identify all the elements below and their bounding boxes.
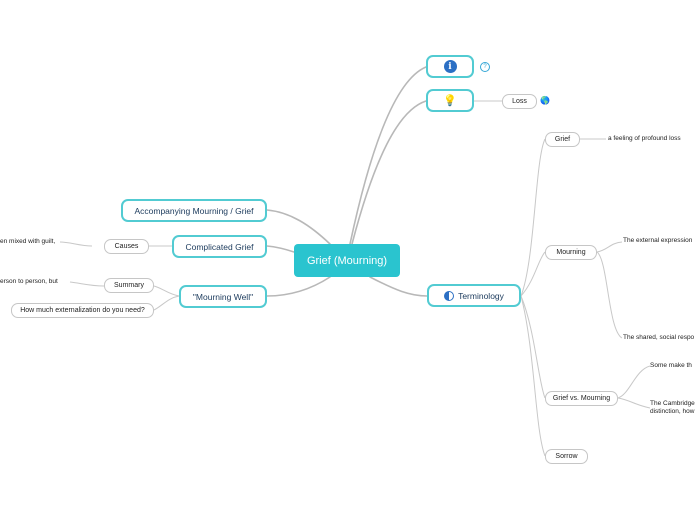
- grief-vs-mourning-label: Grief vs. Mourning: [552, 395, 611, 402]
- grief-node[interactable]: Grief: [545, 132, 580, 147]
- info-icon: i: [443, 60, 457, 73]
- link-complicated: [266, 245, 295, 253]
- complicated-grief-node[interactable]: Complicated Grief: [172, 235, 267, 258]
- externalization-question-node[interactable]: How much externalization do you need?: [11, 303, 154, 318]
- mourning-label: Mourning: [556, 249, 586, 256]
- mourning-well-node[interactable]: "Mourning Well": [179, 285, 267, 308]
- causes-node[interactable]: Causes: [104, 239, 149, 254]
- grief-vs-text-some: Some make th: [650, 362, 692, 369]
- accompanying-node[interactable]: Accompanying Mourning / Grief: [121, 199, 267, 222]
- terminology-node[interactable]: Terminology: [427, 284, 521, 307]
- link-accompanying: [266, 209, 331, 245]
- summary-text: erson to person, but: [0, 278, 58, 285]
- loss-node[interactable]: Loss: [502, 94, 537, 109]
- summary-node[interactable]: Summary: [104, 278, 154, 293]
- link-info: [349, 66, 427, 245]
- loss-label: Loss: [512, 98, 527, 105]
- central-topic-label: Grief (Mourning): [306, 254, 388, 267]
- mourning-text-external: The external expression: [623, 237, 693, 244]
- grief-vs-text-distinction: distinction, how: [650, 408, 695, 415]
- mourning-node[interactable]: Mourning: [545, 245, 597, 260]
- grief-vs-mourning-node[interactable]: Grief vs. Mourning: [545, 391, 618, 406]
- grief-label: Grief: [554, 136, 571, 143]
- mourning-text-social: The shared, social respo: [623, 334, 695, 341]
- summary-label: Summary: [114, 282, 144, 289]
- mourning-well-label: "Mourning Well": [192, 291, 254, 302]
- sorrow-label: Sorrow: [555, 453, 578, 460]
- question-icon[interactable]: ?: [480, 62, 490, 72]
- info-node[interactable]: i: [426, 55, 474, 78]
- idea-node[interactable]: 💡: [426, 89, 474, 112]
- externalization-question-label: How much externalization do you need?: [20, 307, 145, 314]
- causes-label: Causes: [114, 243, 139, 250]
- link-mourning-well: [266, 276, 331, 297]
- terminology-label: Terminology: [458, 290, 504, 301]
- globe-icon[interactable]: 🌎: [540, 96, 550, 105]
- grief-vs-text-cambridge: The Cambridge: [650, 400, 695, 407]
- half-circle-icon: [444, 290, 455, 301]
- link-idea: [351, 100, 427, 245]
- complicated-grief-label: Complicated Grief: [185, 241, 254, 252]
- sorrow-node[interactable]: Sorrow: [545, 449, 588, 464]
- link-terminology: [369, 276, 428, 297]
- grief-definition: a feeling of profound loss: [608, 135, 681, 142]
- causes-text: en mixed with guilt,: [0, 238, 56, 245]
- accompanying-label: Accompanying Mourning / Grief: [134, 205, 254, 216]
- central-topic[interactable]: Grief (Mourning): [294, 244, 400, 277]
- lightbulb-icon: 💡: [443, 95, 457, 107]
